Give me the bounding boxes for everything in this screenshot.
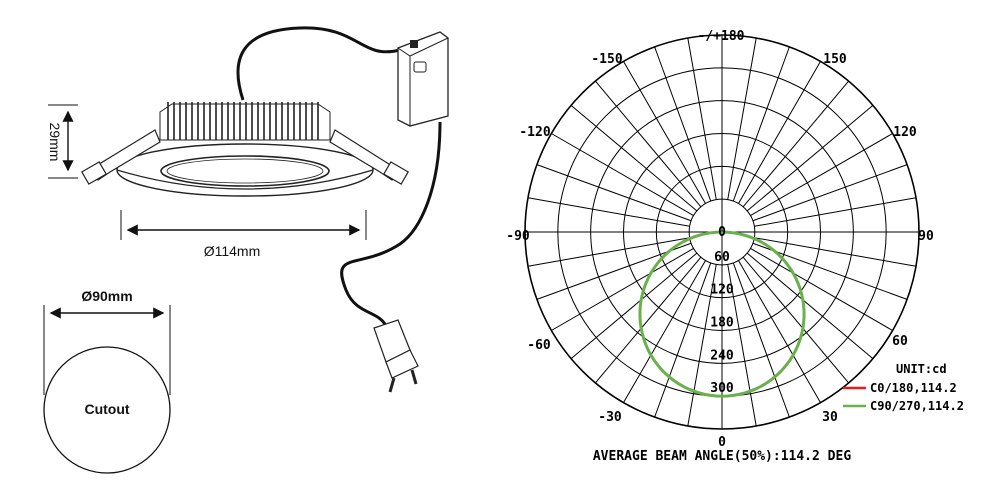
beam-angle-footer: AVERAGE BEAM ANGLE(50%):114.2 DEG xyxy=(593,449,851,464)
polar-spoke xyxy=(527,197,690,227)
chart-legend: UNIT:cd C0/180,114.2 C90/270,114.2 xyxy=(843,362,964,413)
angle-label-minus90: -90 xyxy=(506,229,530,244)
polar-spoke xyxy=(536,164,692,222)
radial-tick-label: 300 xyxy=(710,381,734,396)
angle-label-minus120: -120 xyxy=(519,125,550,140)
height-label: 29mm xyxy=(47,123,63,162)
polar-curves xyxy=(638,230,806,398)
polar-spoke xyxy=(754,237,917,267)
polar-spoke xyxy=(536,242,692,300)
polar-spoke xyxy=(551,133,694,217)
cutout-diameter-label: Ø90mm xyxy=(81,288,132,304)
radial-tick-label: 180 xyxy=(710,316,734,331)
spring-clip-right xyxy=(329,129,409,185)
lens xyxy=(160,155,330,187)
legend-label-c90: C90/270,114.2 xyxy=(870,399,964,413)
polar-spoke xyxy=(727,37,757,200)
angle-label-90: 90 xyxy=(918,229,934,244)
polar-spoke xyxy=(750,133,893,217)
curve-c90-270 xyxy=(638,230,806,398)
polar-spoke xyxy=(570,104,698,212)
polar-spoke xyxy=(746,252,874,360)
polar-spoke xyxy=(527,237,690,267)
angle-label-150: 150 xyxy=(823,52,847,67)
polar-spoke xyxy=(737,260,821,403)
polar-spoke xyxy=(654,262,712,418)
polar-spoke xyxy=(551,247,694,331)
heatsink xyxy=(159,102,331,141)
legend-label-c0: C0/180,114.2 xyxy=(870,381,957,395)
polar-spoke xyxy=(687,264,717,427)
diameter-label: Ø114mm xyxy=(204,243,261,259)
polar-spoke xyxy=(752,164,908,222)
diameter-dimension: Ø114mm xyxy=(120,210,367,259)
polar-spoke xyxy=(746,104,874,212)
polar-spoke xyxy=(742,80,850,208)
polar-spoke xyxy=(594,256,702,384)
polar-spoke xyxy=(594,80,702,208)
spring-clip-left xyxy=(81,129,161,185)
radial-tick-label: 120 xyxy=(710,283,734,298)
polar-spoke xyxy=(737,61,821,204)
polar-spoke xyxy=(750,247,893,331)
angle-label-30: 30 xyxy=(822,410,838,425)
angle-label-minus150: -150 xyxy=(591,52,622,67)
polar-grid xyxy=(524,34,920,430)
cutout-dimension: Ø90mm Cutout xyxy=(43,288,171,474)
polar-spoke xyxy=(623,61,707,204)
driver-box xyxy=(397,31,449,127)
radial-tick-label: 0 xyxy=(718,225,726,240)
angle-label-top: -/+180 xyxy=(698,29,745,44)
downlight-drawing: 29mm Ø114mm Ø90mm Cutout xyxy=(43,26,449,474)
radial-tick-label: 60 xyxy=(714,250,730,265)
angle-label-bottom: 0 xyxy=(718,435,726,450)
radial-labels: 0 60 120 180 240 300 xyxy=(710,225,734,396)
polar-spoke xyxy=(727,264,757,427)
cutout-label: Cutout xyxy=(84,401,129,417)
polar-spoke xyxy=(742,256,850,384)
polar-spoke xyxy=(754,197,917,227)
polar-spoke xyxy=(623,260,707,403)
radial-tick-label: 240 xyxy=(710,348,734,363)
unit-label: UNIT:cd xyxy=(896,362,947,376)
polar-spoke xyxy=(732,46,790,202)
polar-spoke xyxy=(687,37,717,200)
height-dimension: 29mm xyxy=(47,104,78,179)
angle-label-minus60: -60 xyxy=(527,338,551,353)
power-plug xyxy=(373,319,419,393)
polar-spoke xyxy=(752,242,908,300)
angle-label-minus30: -30 xyxy=(598,410,622,425)
polar-spoke xyxy=(654,46,712,202)
angle-label-120: 120 xyxy=(893,125,917,140)
polar-spoke xyxy=(570,252,698,360)
angle-label-60: 60 xyxy=(892,334,908,349)
cutout-circle xyxy=(43,346,171,474)
polar-spoke xyxy=(732,262,790,418)
